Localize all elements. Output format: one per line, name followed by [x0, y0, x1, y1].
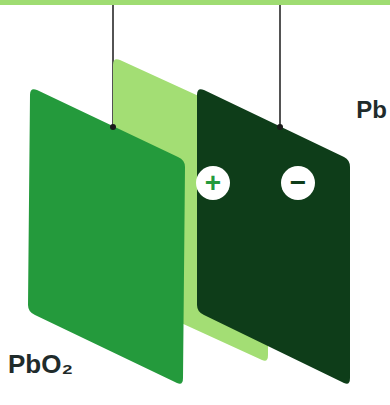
material-label: PbO₂ [8, 351, 73, 377]
top-bar [0, 0, 390, 5]
negative-plate [197, 89, 350, 384]
wire-contact [277, 124, 283, 130]
positive-plate [28, 89, 185, 384]
polarity-sign: + [205, 169, 221, 197]
polarity-sign: − [290, 169, 306, 197]
terminal-circle [281, 166, 315, 200]
terminal-circle [196, 166, 230, 200]
material-label: Pb [356, 98, 387, 122]
negative-wire [279, 5, 281, 127]
wire-contact [110, 124, 116, 130]
